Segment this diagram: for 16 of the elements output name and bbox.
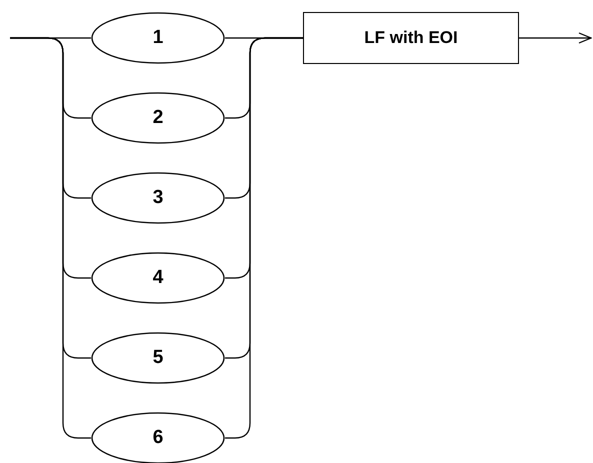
option-ellipse	[91, 92, 225, 144]
option-number: 4	[152, 267, 164, 289]
process-box	[303, 12, 519, 64]
arrow	[519, 32, 592, 44]
option-ellipse	[91, 12, 225, 64]
option-number: 1	[152, 27, 164, 49]
box-label: LF with EOI	[364, 28, 458, 48]
option-number: 2	[152, 107, 164, 129]
option-ellipse	[91, 252, 225, 304]
option-ellipse	[91, 172, 225, 224]
option-ellipse	[91, 332, 225, 384]
option-number: 5	[152, 347, 164, 369]
connector-line	[10, 37, 91, 439]
option-number: 3	[152, 187, 164, 209]
option-number: 6	[152, 427, 164, 449]
connector-line	[225, 37, 303, 439]
